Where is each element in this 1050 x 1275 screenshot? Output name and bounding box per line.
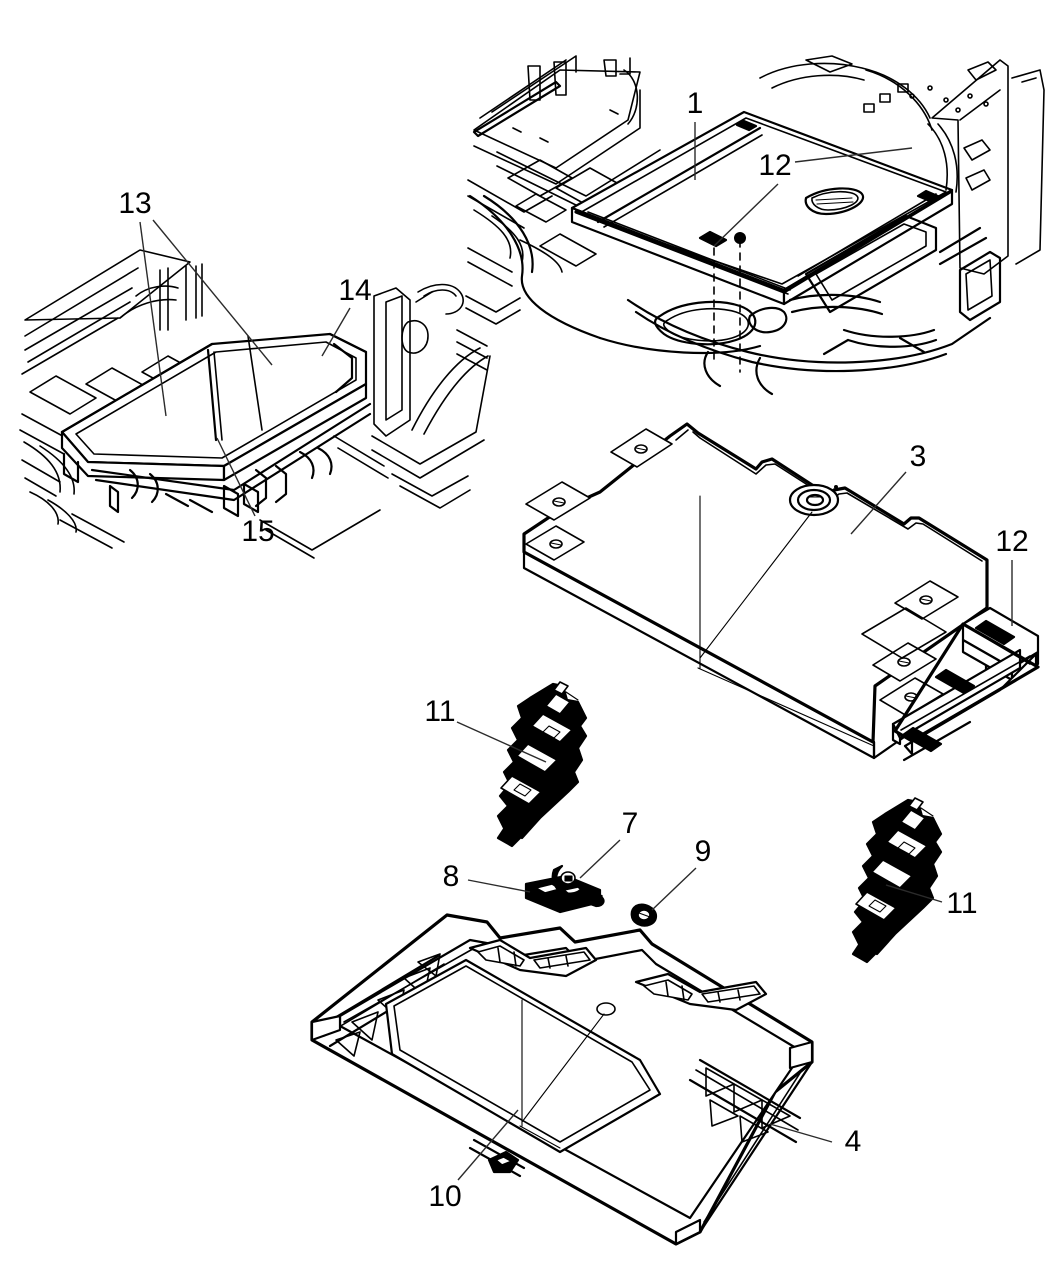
leader-11b bbox=[885, 884, 943, 903]
callout-7: 7 bbox=[622, 807, 639, 840]
callout-10: 10 bbox=[428, 1180, 461, 1213]
callout-8: 8 bbox=[443, 860, 460, 893]
leader-11a bbox=[456, 721, 547, 763]
leader-12a-lower bbox=[713, 183, 779, 247]
callout-9: 9 bbox=[695, 835, 712, 868]
leader-13a bbox=[139, 221, 167, 417]
striker-rail bbox=[891, 606, 1040, 762]
rear-floor-crossmember bbox=[626, 214, 1002, 396]
load-floor-cover-panel bbox=[522, 422, 989, 760]
callout-12a: 12 bbox=[758, 149, 791, 182]
slide-rail-left bbox=[496, 681, 588, 848]
leader-3 bbox=[850, 471, 907, 535]
callout-12b: 12 bbox=[995, 525, 1028, 558]
callout-13: 13 bbox=[118, 187, 151, 220]
load-floor-base-panel bbox=[384, 938, 768, 1178]
callout-labels: 1 12 13 14 15 3 12 11 7 9 8 11 4 10 bbox=[118, 87, 1028, 1213]
seat-view-body-panel bbox=[259, 283, 491, 559]
leader-4 bbox=[769, 1123, 833, 1143]
leader-15 bbox=[216, 437, 256, 517]
hardware-view bbox=[456, 681, 943, 964]
rear-seat-cushion bbox=[60, 332, 368, 482]
seat-cushion-frame bbox=[62, 402, 372, 518]
slide-rail-right bbox=[851, 797, 943, 964]
frame-view bbox=[310, 913, 833, 1246]
cover-panel-view bbox=[522, 422, 1040, 762]
leader-7 bbox=[579, 839, 621, 879]
leader-12a-upper bbox=[794, 147, 913, 163]
assembly-dashed-lines bbox=[713, 239, 741, 373]
callout-4: 4 bbox=[845, 1125, 862, 1158]
vehicle-body-view bbox=[456, 55, 1045, 396]
leader-14 bbox=[321, 307, 351, 357]
leader-9 bbox=[651, 867, 697, 911]
seat-assembly-view bbox=[19, 219, 491, 559]
latch-hook bbox=[551, 864, 605, 908]
leader-13b bbox=[152, 219, 273, 366]
callout-11a: 11 bbox=[424, 695, 455, 728]
callout-1: 1 bbox=[687, 87, 704, 120]
leader-8 bbox=[467, 879, 531, 893]
body-floor-outline bbox=[468, 80, 762, 355]
body-quarter-panel bbox=[759, 55, 1045, 275]
callout-14: 14 bbox=[338, 274, 371, 307]
seat-floor-structure bbox=[19, 249, 209, 549]
leader-10 bbox=[457, 1109, 519, 1181]
assembly-point-marker bbox=[734, 232, 746, 244]
retainer-nut bbox=[630, 903, 658, 927]
callout-15: 15 bbox=[241, 515, 274, 548]
callout-11b: 11 bbox=[946, 887, 977, 920]
callout-3: 3 bbox=[910, 440, 927, 473]
